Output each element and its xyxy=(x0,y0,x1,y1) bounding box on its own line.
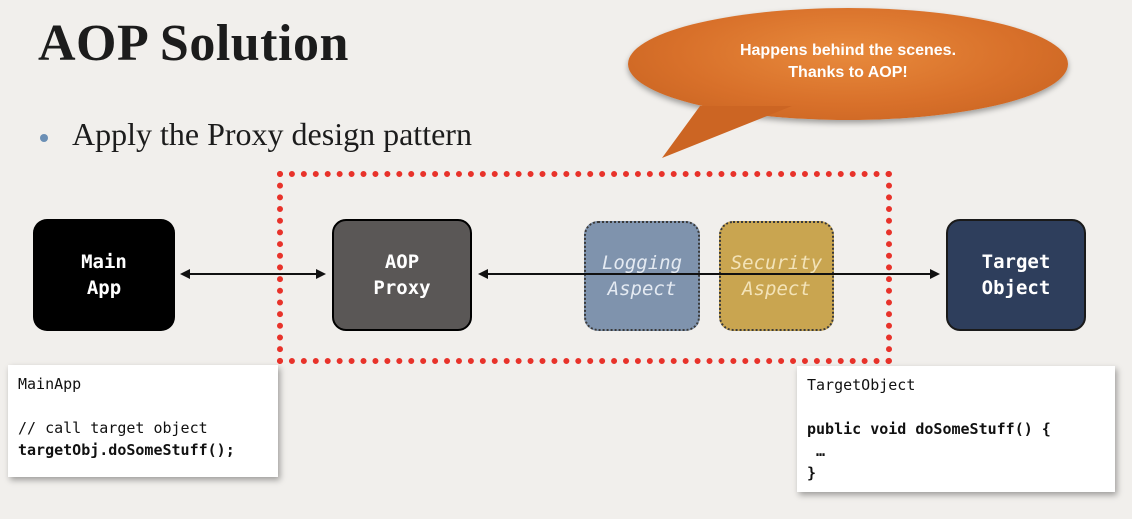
main-app-label-2: App xyxy=(86,277,122,299)
target-object-code-card: TargetObject public void doSomeStuff() {… xyxy=(797,366,1115,492)
target-object-box: Target Object xyxy=(946,219,1086,331)
proxy-boundary xyxy=(277,171,892,364)
main-card-call: targetObj.doSomeStuff(); xyxy=(18,441,235,459)
logging-aspect-label-2: Aspect xyxy=(607,278,677,300)
aop-proxy-box: AOP Proxy xyxy=(332,219,472,331)
target-object-label-1: Target xyxy=(981,251,1051,273)
slide-title: AOP Solution xyxy=(38,15,349,72)
target-card-title: TargetObject xyxy=(807,376,916,394)
bullet-text: Apply the Proxy design pattern xyxy=(72,116,472,152)
callout-line-2: Thanks to AOP! xyxy=(788,64,908,81)
security-aspect-label-2: Aspect xyxy=(742,278,811,300)
logging-aspect-label-1: Logging xyxy=(601,252,683,274)
aop-proxy-label-1: AOP xyxy=(384,251,420,273)
aop-proxy-label-2: Proxy xyxy=(373,277,431,299)
main-app-label-1: Main xyxy=(81,251,127,273)
target-card-spacer xyxy=(807,396,1105,418)
main-app-code-card: MainApp // call target object targetObj.… xyxy=(8,365,278,477)
target-card-body: … xyxy=(807,442,826,460)
target-card-signature: public void doSomeStuff() { xyxy=(807,420,1051,438)
security-aspect-label-1: Security xyxy=(730,252,823,274)
main-app-box: Main App xyxy=(33,219,175,331)
main-card-title: MainApp xyxy=(18,375,82,393)
bullet-dot xyxy=(40,134,48,142)
target-card-close: } xyxy=(807,464,817,482)
callout-line-1: Happens behind the scenes. xyxy=(739,42,957,59)
main-card-comment: // call target object xyxy=(18,419,208,437)
target-object-label-2: Object xyxy=(981,277,1051,299)
callout-text: Happens behind the scenes. Thanks to AOP… xyxy=(628,40,1068,84)
callout-bubble xyxy=(628,8,1068,120)
main-card-spacer xyxy=(18,395,268,417)
